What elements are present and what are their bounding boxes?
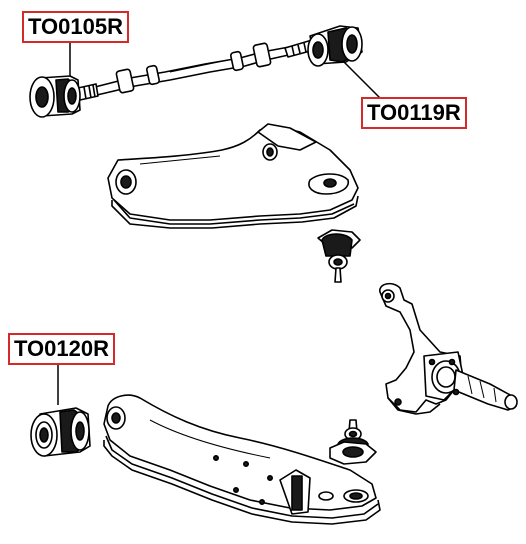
ball-joint-lower — [330, 420, 376, 464]
strut-bar-assembly — [78, 40, 314, 100]
part-label-to0120r: TO0120R — [8, 333, 115, 365]
part-label-to0105r: TO0105R — [22, 11, 129, 43]
upper-control-arm — [108, 124, 358, 228]
steering-knuckle — [380, 284, 517, 414]
bushing-top-left — [30, 76, 80, 117]
bushing-bottom-left — [31, 408, 90, 456]
part-label-to0119r: TO0119R — [361, 97, 467, 129]
ball-joint-upper — [318, 230, 360, 282]
bushing-top-right — [308, 26, 362, 66]
leader-line-top-right — [340, 58, 380, 98]
lower-control-arm — [104, 395, 380, 524]
